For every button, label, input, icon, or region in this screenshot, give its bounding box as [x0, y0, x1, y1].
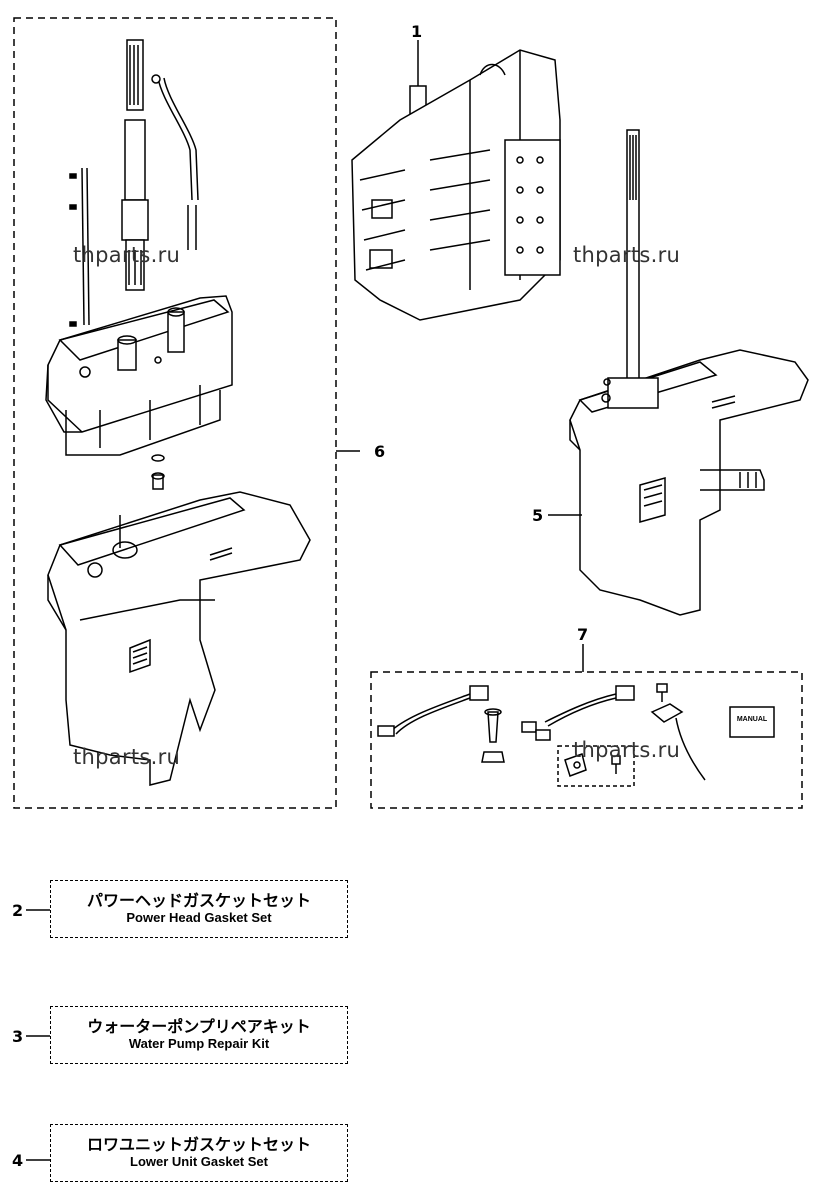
kit-box-lower-unit: ロワユニットガスケットセット Lower Unit Gasket Set [50, 1124, 348, 1182]
kit-name-jp: ウォーターポンプリペアキット [87, 1016, 311, 1036]
grommet-part [481, 708, 505, 763]
bracket-with-wire [650, 683, 706, 781]
kit-name-jp: ロワユニットガスケットセット [86, 1134, 311, 1154]
kit-number: 3 [12, 1027, 24, 1046]
group-6-frame [13, 17, 337, 809]
callout-1: 1 [411, 22, 423, 41]
watermark: thparts.ru [573, 243, 681, 267]
kit-box-power-head: パワーヘッドガスケットセット Power Head Gasket Set [50, 880, 348, 938]
lower-casing-left [47, 491, 311, 786]
callout-6: 6 [374, 442, 386, 461]
callout-5: 5 [532, 506, 544, 525]
kit-name-jp: パワーヘッドガスケットセット [86, 890, 311, 910]
watermark: thparts.ru [573, 738, 681, 762]
manual-booklet [729, 706, 775, 738]
shift-rod [69, 167, 90, 327]
kit-number: 2 [12, 901, 24, 920]
kit-name-en: Lower Unit Gasket Set [130, 1154, 268, 1170]
wire-harness-1 [377, 685, 489, 737]
group-7-frame [370, 671, 803, 809]
washer-and-bolt [151, 454, 165, 490]
manual-label: MANUAL [736, 716, 768, 723]
sub-kit-frame [557, 745, 635, 787]
lower-unit-right [569, 129, 809, 616]
watermark: thparts.ru [73, 745, 181, 769]
upper-casing-left [45, 295, 233, 456]
power-head-engine [351, 40, 561, 321]
water-tube [157, 77, 199, 201]
watermark: thparts.ru [73, 243, 181, 267]
kit-name-en: Power Head Gasket Set [126, 910, 272, 926]
drive-shaft-left [121, 39, 149, 291]
kit-number: 4 [12, 1151, 24, 1170]
wire-harness-2 [521, 685, 635, 741]
callout-7: 7 [577, 625, 589, 644]
kit-box-water-pump: ウォーターポンプリペアキット Water Pump Repair Kit [50, 1006, 348, 1064]
kit-name-en: Water Pump Repair Kit [128, 1036, 270, 1052]
